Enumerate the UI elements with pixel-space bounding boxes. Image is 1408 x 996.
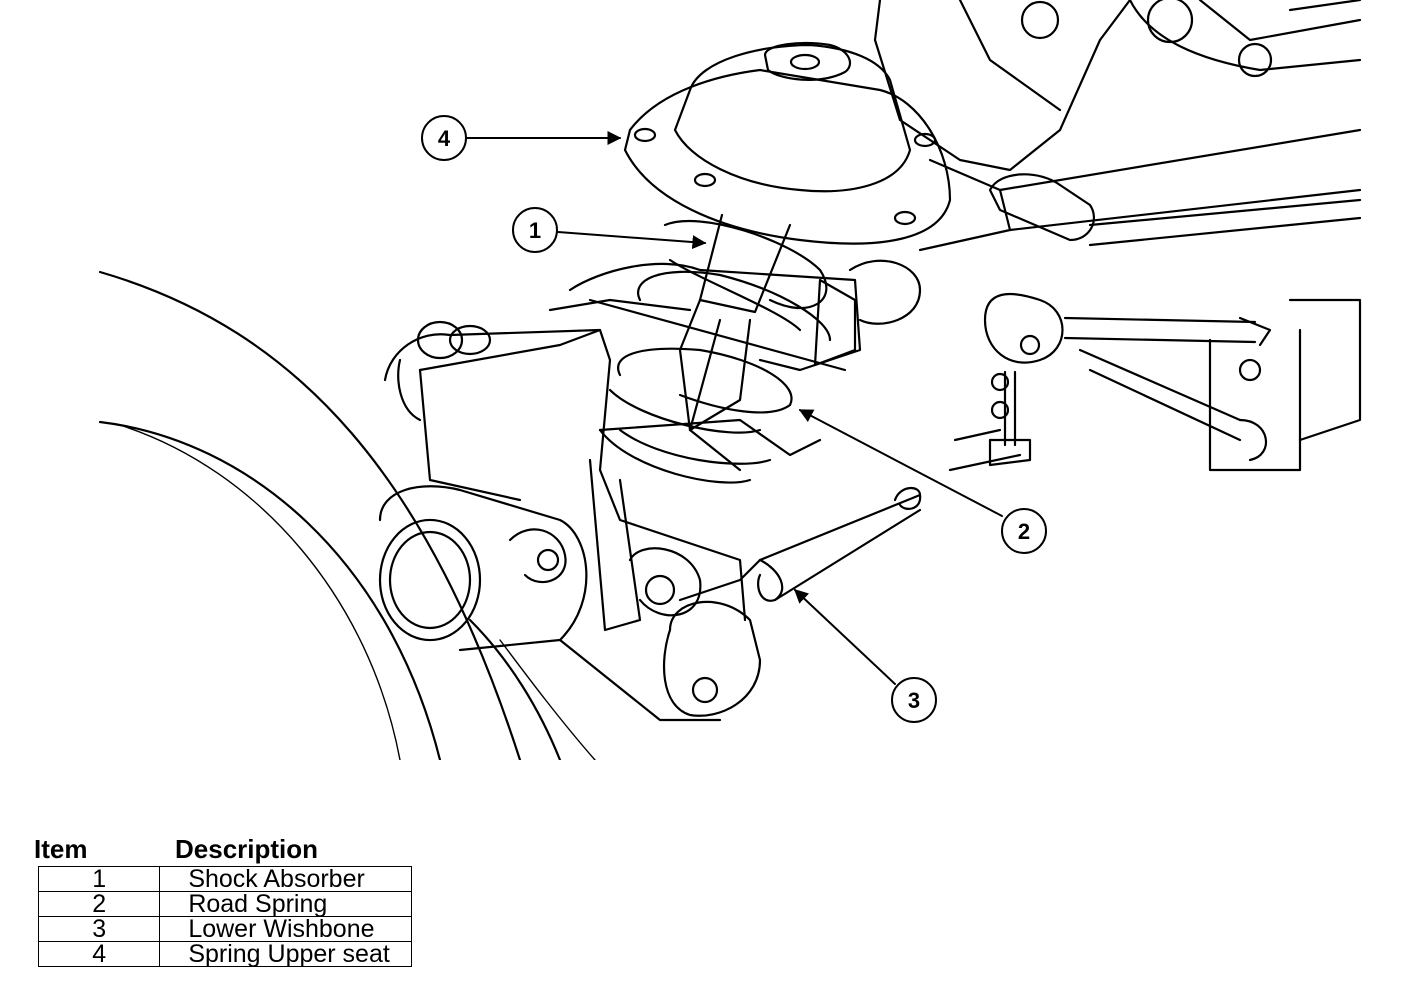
drop-link: [948, 370, 1032, 472]
legend-row: 1 Shock Absorber: [37, 866, 412, 892]
shock-absorber: [678, 213, 792, 472]
wheel-outline: [98, 270, 596, 760]
callout-3-number: 3: [908, 688, 920, 713]
legend: Item Description 1 Shock Absorber 2 Road…: [34, 832, 424, 967]
legend-item-number: 3: [37, 916, 161, 942]
callout-4-number: 4: [438, 126, 451, 151]
legend-item-description: Lower Wishbone: [159, 916, 412, 942]
legend-table: 1 Shock Absorber 2 Road Spring 3 Lower W…: [37, 866, 412, 967]
callout-4: 4: [421, 115, 622, 161]
callout-2: 2: [798, 409, 1047, 554]
legend-item-description: Shock Absorber: [159, 866, 412, 892]
legend-item-number: 4: [37, 941, 161, 967]
legend-item-description: Road Spring: [159, 891, 412, 917]
legend-item-number: 2: [37, 891, 161, 917]
callout-1-number: 1: [529, 218, 541, 243]
legend-row: 3 Lower Wishbone: [37, 916, 412, 942]
spring-upper-seat: [623, 41, 952, 245]
legend-row: 2 Road Spring: [37, 891, 412, 917]
callout-3: 3: [793, 589, 937, 723]
legend-item-header: Item: [34, 834, 88, 864]
callout-2-number: 2: [1018, 519, 1030, 544]
lower-wishbone: [378, 259, 922, 722]
callout-1: 1: [512, 207, 707, 253]
legend-item-number: 1: [37, 866, 161, 892]
suspension-diagram: 1 2 3 4: [98, 0, 1362, 760]
road-spring: [598, 220, 832, 484]
anti-roll-bar: [983, 173, 1362, 472]
legend-row: 4 Spring Upper seat: [37, 941, 412, 967]
legend-item-description: Spring Upper seat: [159, 941, 412, 967]
legend-header: Item Description: [34, 832, 424, 866]
legend-description-header: Description: [175, 834, 319, 864]
subframe-structure: [873, 0, 1362, 252]
